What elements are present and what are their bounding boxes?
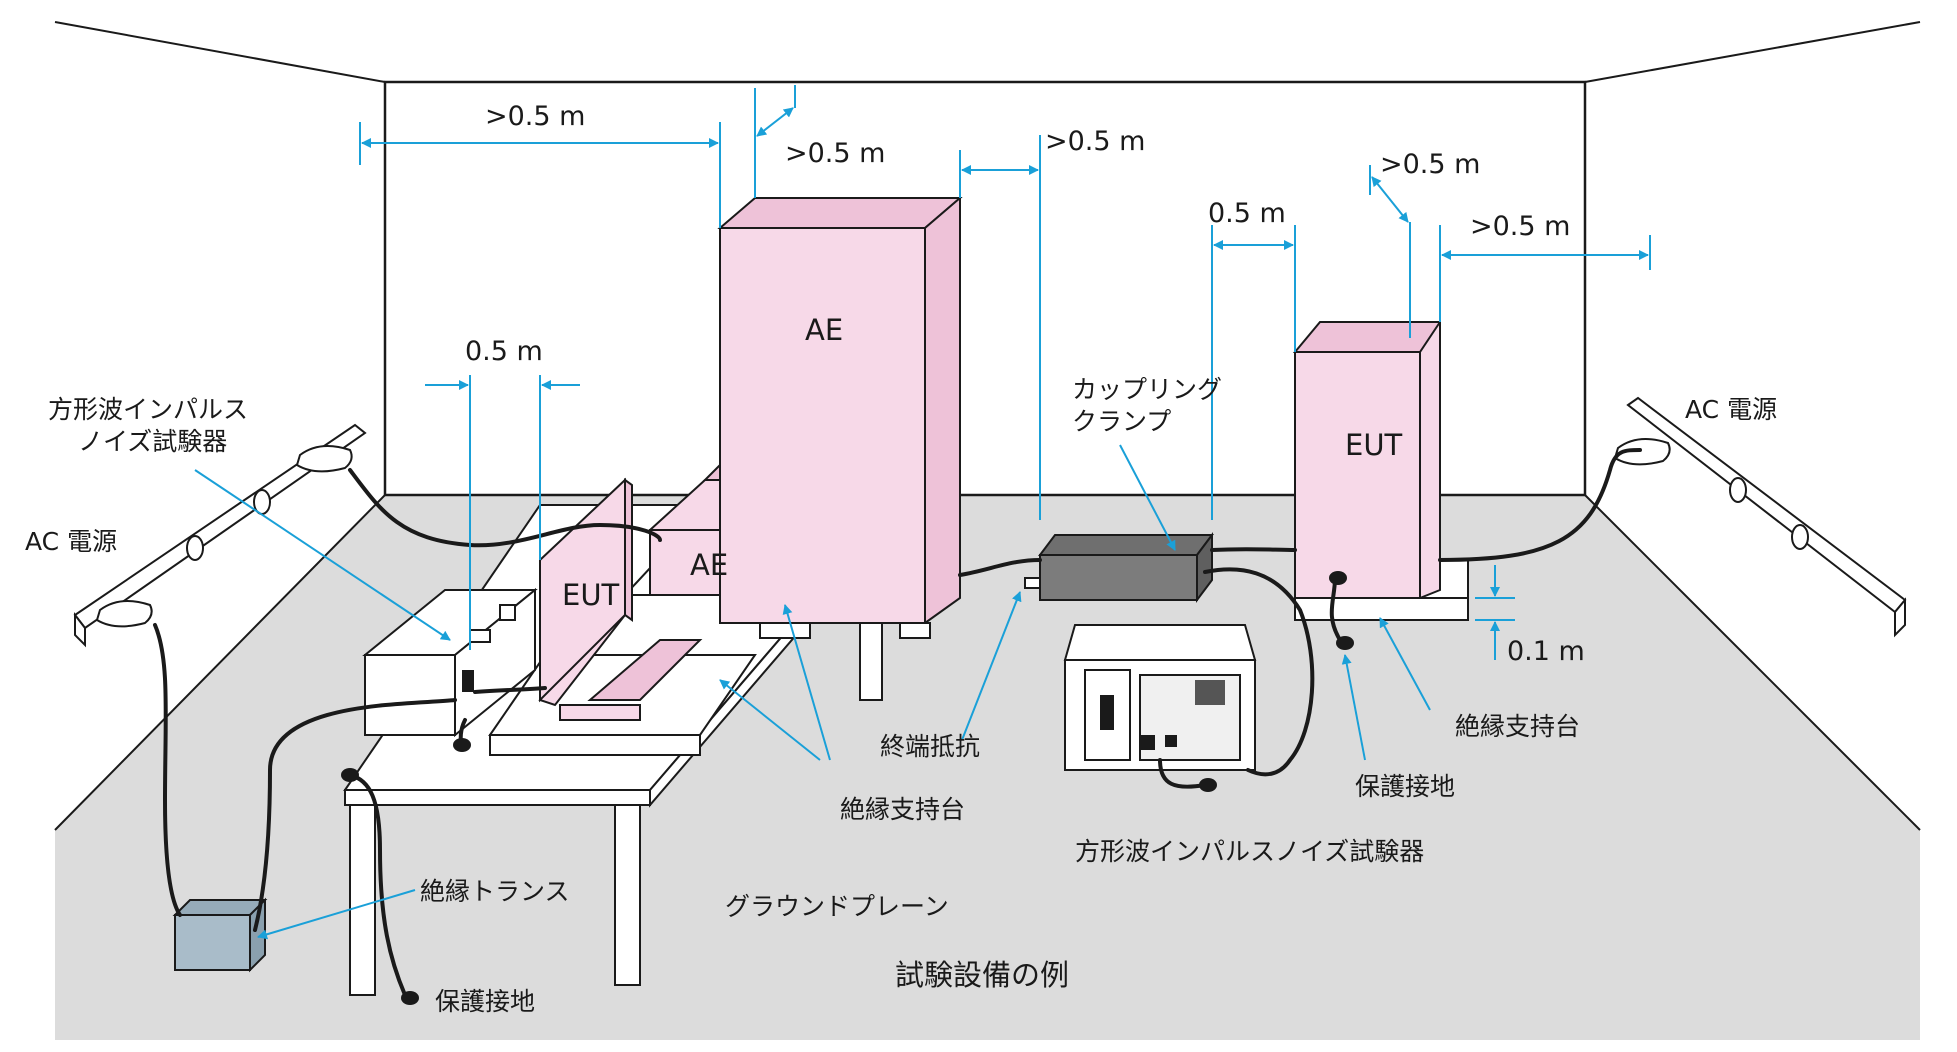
- plug-icon: [95, 600, 153, 628]
- caption: 試験設備の例: [895, 958, 1069, 992]
- label-generator-left: 方形波インパルスノイズ試験器: [48, 395, 248, 456]
- generator-bottom: [1063, 624, 1257, 771]
- label-generator-left-line1: 方形波インパルス: [48, 395, 248, 424]
- label-eut-table: EUT: [562, 578, 620, 612]
- ground-terminal-icon: [453, 738, 471, 752]
- dim-eut-right-top: >0.5 m: [1380, 149, 1480, 180]
- label-ground-plane: グラウンドプレーン: [725, 892, 949, 921]
- floor-line-right: [1584, 494, 1921, 831]
- plug-icon: [295, 445, 353, 473]
- coupling-clamp: [1024, 532, 1214, 603]
- table-leg: [614, 804, 641, 986]
- dim-height: 0.1 m: [1507, 636, 1585, 667]
- label-coupling-clamp-line1: カップリング: [1072, 375, 1222, 404]
- label-generator-bottom: 方形波インパルスノイズ試験器: [1075, 837, 1424, 866]
- room: [54, 21, 1921, 1040]
- label-ac-power-left: AC 電源: [25, 527, 117, 556]
- label-coupling-clamp-line2: クランプ: [1072, 407, 1171, 436]
- ac-power-strip-right: [1613, 396, 1907, 638]
- leader-lines: [194, 444, 1431, 940]
- generator-left: [362, 587, 538, 738]
- ground-terminal-icon: [341, 768, 359, 782]
- plug-icon: [1613, 438, 1671, 466]
- dim-eut-right-side: >0.5 m: [1470, 211, 1570, 242]
- ground-terminal-icon: [401, 991, 419, 1005]
- label-ae-tall: AE: [805, 313, 843, 347]
- eut-table-monitor: [538, 477, 703, 721]
- ceiling-line-right: [1584, 21, 1921, 83]
- connector-icon: [462, 670, 474, 692]
- dim-ae-gap: >0.5 m: [785, 138, 885, 169]
- dim-back-left: >0.5 m: [485, 101, 585, 132]
- floor-line-left: [54, 494, 386, 831]
- label-isolation-transformer: 絶縁トランス: [420, 877, 570, 906]
- ceiling-line-left: [54, 21, 386, 83]
- labels: >0.5 m >0.5 m >0.5 m 0.5 m >0.5 m >0.5 m…: [25, 101, 1777, 1016]
- termination-resistor: [1024, 577, 1041, 589]
- ground-terminal-icon: [1199, 778, 1217, 792]
- label-insulating-support-floor: 絶縁支持台: [1455, 712, 1580, 741]
- dim-clamp-gap: >0.5 m: [1045, 126, 1145, 157]
- label-eut-floor: EUT: [1345, 428, 1403, 462]
- label-ae-table: AE: [690, 548, 728, 582]
- label-coupling-clamp: カップリングクランプ: [1072, 375, 1222, 436]
- label-protective-ground-right: 保護接地: [1355, 772, 1455, 801]
- dim-table-eut: 0.5 m: [465, 336, 543, 367]
- label-generator-left-line2: ノイズ試験器: [78, 427, 227, 456]
- outlet-icon: [186, 535, 204, 561]
- ground-plane-floor: [55, 830, 1920, 1040]
- dimension-lines: [359, 85, 1651, 660]
- outlet-icon: [1791, 524, 1809, 550]
- cables: [153, 448, 1642, 1005]
- ae-tall-unit: [717, 195, 963, 639]
- ac-power-strip-left: [73, 423, 367, 648]
- connector-icon: [1165, 735, 1177, 747]
- isolation-transformer: [172, 897, 268, 973]
- dim-clamp-eut: 0.5 m: [1208, 198, 1286, 229]
- outlet-icon: [1729, 477, 1747, 503]
- ground-terminal-icon: [1329, 571, 1347, 585]
- eut-floor-unit: [1292, 318, 1441, 599]
- label-insulating-support-table: 絶縁支持台: [840, 795, 965, 824]
- ground-terminal-icon: [1336, 636, 1354, 650]
- connector-icon: [1140, 735, 1155, 750]
- table-leg: [349, 804, 376, 996]
- label-ac-power-right: AC 電源: [1685, 395, 1777, 424]
- label-protective-ground-left: 保護接地: [435, 987, 535, 1016]
- label-termination: 終端抵抗: [880, 732, 980, 761]
